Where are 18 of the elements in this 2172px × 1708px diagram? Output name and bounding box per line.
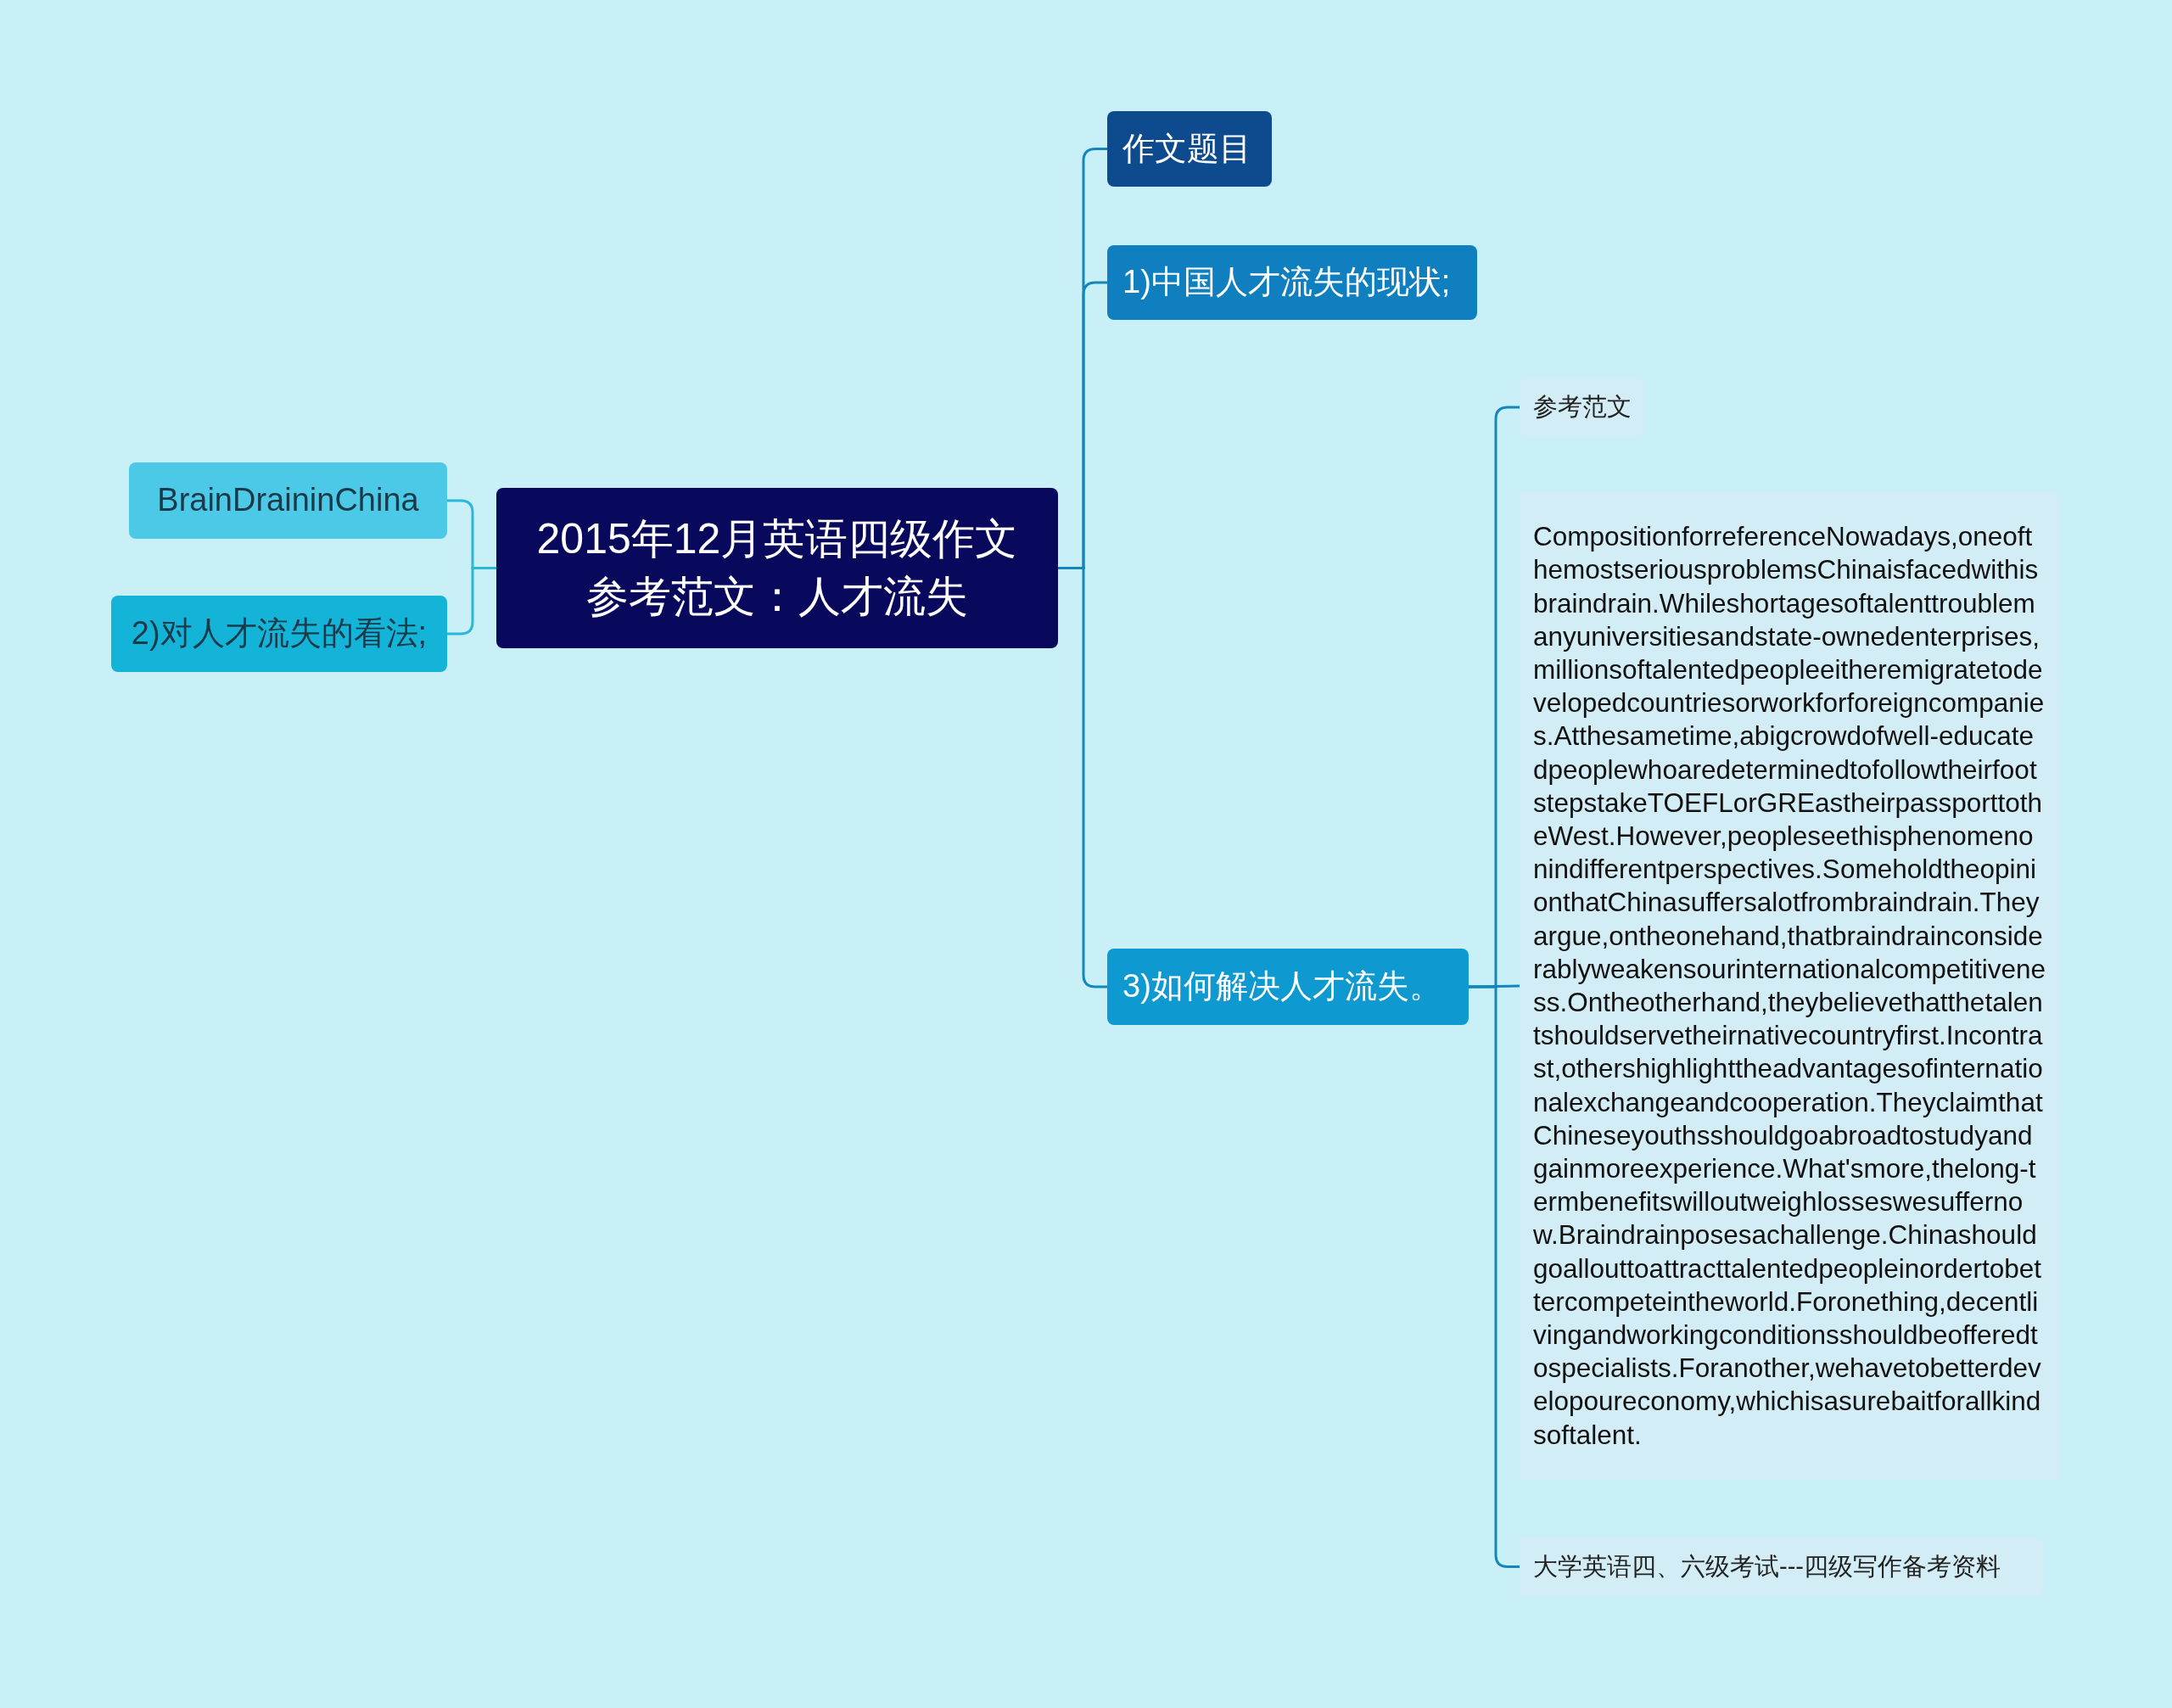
- topic-box: [1520, 1537, 2042, 1596]
- node-text: 2015年12月英语四级作文参考范文：人才流失: [535, 514, 1019, 622]
- topic-box: [111, 596, 447, 672]
- node-text: 2)对人才流失的看法;: [131, 614, 428, 653]
- connector: [1468, 984, 1520, 988]
- node-text: 大学英语四、六级考试---四级写作备考资料: [1533, 1551, 2001, 1582]
- central-topic: [496, 488, 1058, 648]
- node-text: 3)如何解决人才流失。: [1122, 967, 1441, 1006]
- topic-box: [129, 462, 447, 539]
- topic-box: [1520, 378, 1646, 436]
- node-text: CompositionforreferenceNowadays,oneofthemostseriousproblemsChinaisfacedwithisbraindrain.Whileshortagesoftalenttroublemanyuniversitiesandstate-ownedenterprises,millionsoftalentedpeopleeitheremigratetodevelopedcountriesorworkforforeigncompanies.Atthesametime,abigcrowdofwell-educatedpeoplewhoaredeterminedtofollowtheirfootstepstakeTOEFLorGREastheirpassporttotheWest.However,peopleseethisphenomenonindifferentperspectives.SomeholdtheopinionthatChinasuffersalotfrombraindrain.Theyargue,ontheonehand,thatbraindrainconsiderablyweakensourinternationalcompetitiveness.Ontheotherhand,theybelievethatthetalentshouldservetheirnativecountryfirst.Incontrast,othershighlighttheadvantagesofinternationalexchangeandcooperation.TheyclaimthatChineseyouthsshouldgoabroadtostudyandgainmoreexperience.What'smore,thelong-termbenefitswilloutweighlosseswesuffernow.Braindrainposesachallenge.Chinashouldgoallouttoattracttalentedpeopleinordertobettercompeteintheworld.Foronething,decentlivingandworkingconditionsshouldbeofferedtospecialists.Foranother,wehavetobetterdevelopoureconomy,whichisasurebaitforallkindsoftalent.: [1533, 520, 2046, 1452]
- topic-box: [1107, 949, 1469, 1025]
- node-text: 作文题目: [1122, 129, 1251, 168]
- topic-box: [1107, 111, 1272, 187]
- node-text: 1)中国人才流失的现状;: [1122, 263, 1451, 302]
- node-text: BrainDraininChina: [157, 481, 419, 520]
- topic-box: [1107, 245, 1477, 320]
- node-text: 参考范文: [1533, 392, 1632, 423]
